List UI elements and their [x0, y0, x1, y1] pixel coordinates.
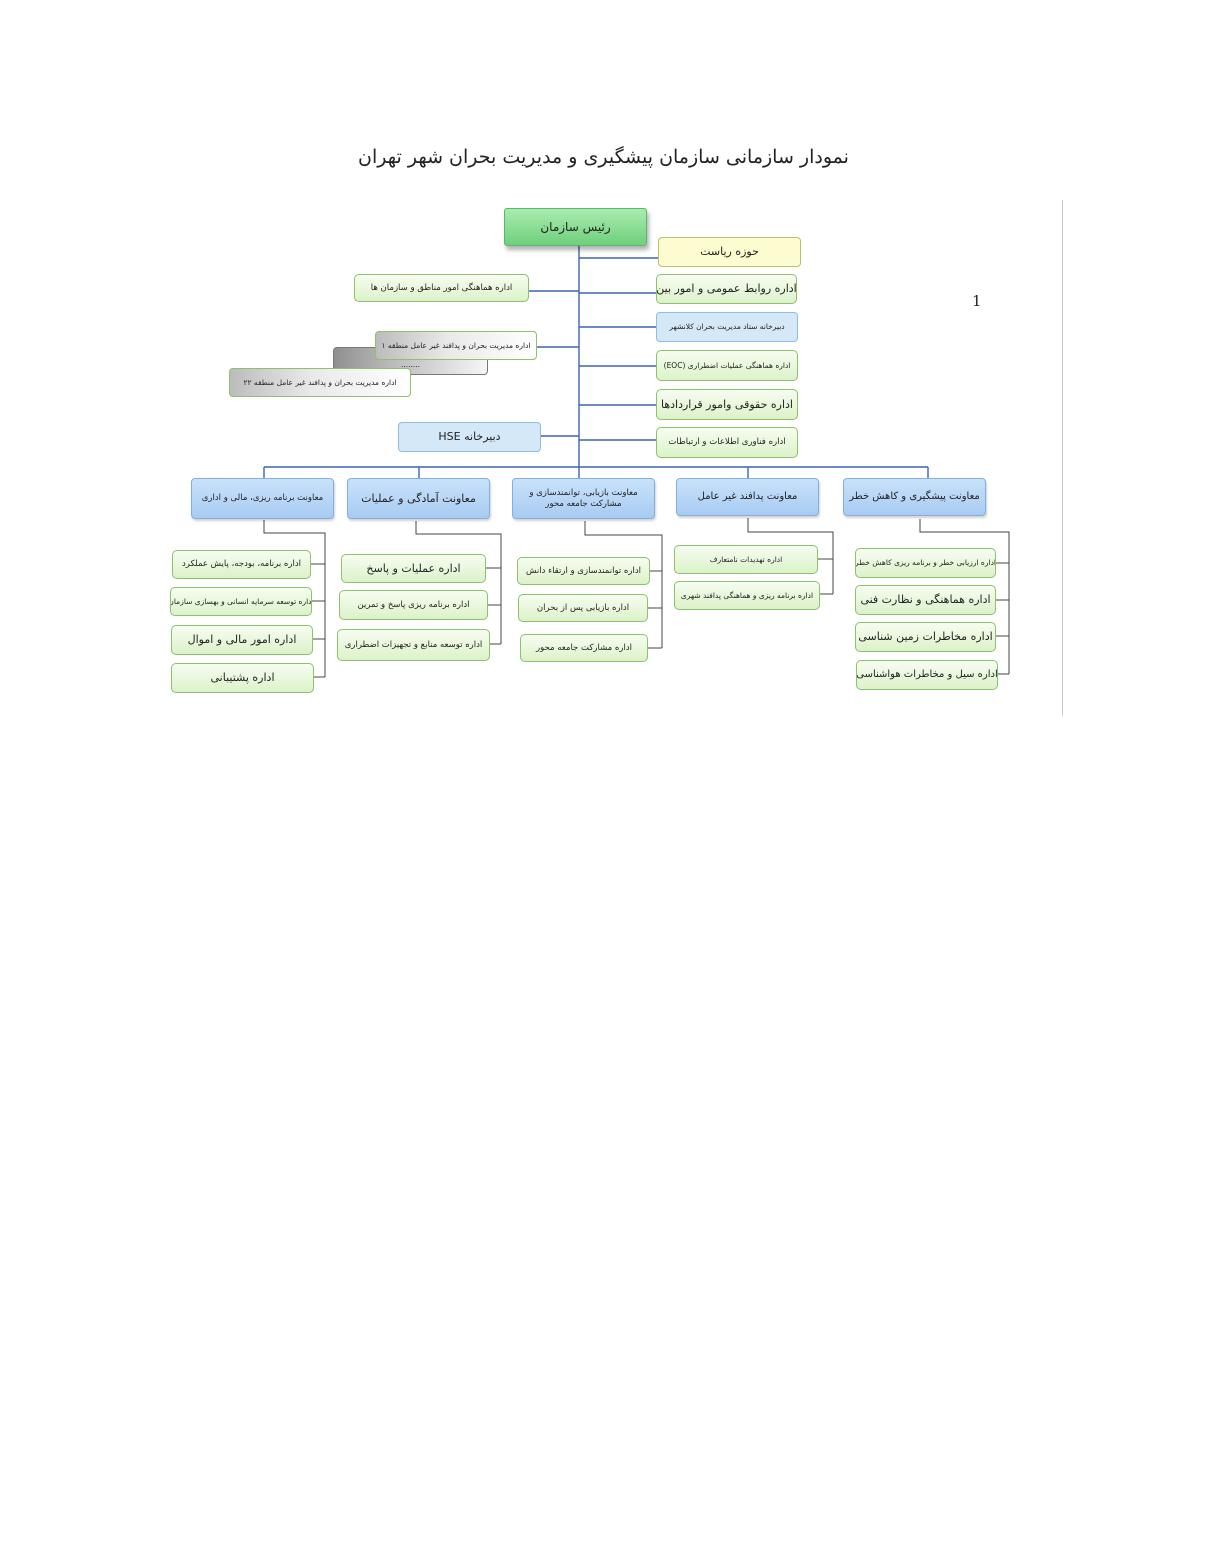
staff-ict: اداره فناوری اطلاعات و ارتباطات	[656, 427, 798, 458]
deputy-preparedness: معاونت آمادگی و عملیات	[347, 478, 490, 519]
staff-crisis-secretariat: دبیرخانه ستاد مدیریت بحران کلانشهر	[656, 312, 798, 342]
margin-line	[1062, 200, 1063, 716]
deputy-recovery-label: معاونت بازیابی، توانمندسازی و مشارکت جام…	[529, 487, 638, 509]
page-number: 1	[972, 292, 982, 310]
unit-budget-performance: اداره برنامه، بودجه، پایش عملکرد	[172, 550, 311, 579]
unit-response-planning: اداره برنامه ریزی پاسخ و تمرین	[339, 590, 488, 620]
region-dots-text: ........	[400, 359, 421, 369]
unit-post-crisis-recovery: اداره بازیابی پس از بحران	[518, 594, 648, 622]
unit-urban-defense-planning: اداره برنامه ریزی و هماهنگی پدافند شهری	[674, 581, 820, 610]
staff-legal: اداره حقوقی وامور قراردادها	[656, 389, 798, 420]
staff-hse: دبیرخانه HSE	[398, 422, 541, 452]
staff-region-1: اداره مدیریت بحران و پدافند غیر عامل منط…	[375, 331, 537, 360]
deputy-recovery: معاونت بازیابی، توانمندسازی و مشارکت جام…	[512, 478, 655, 519]
deputy-passive-defense: معاونت پدافند غیر عامل	[676, 478, 819, 516]
unit-flood-hazards: اداره سیل و مخاطرات هواشناسی	[856, 660, 998, 690]
unit-technical-supervision: اداره هماهنگی و نظارت فنی	[855, 585, 996, 615]
deputy-planning: معاونت برنامه ریزی، مالی و اداری	[191, 478, 334, 519]
staff-regions-coordination: اداره هماهنگی امور مناطق و سازمان ها	[354, 274, 529, 302]
unit-unconventional-threats: اداره تهدیدات نامتعارف	[674, 545, 818, 574]
unit-finance-assets: اداره امور مالی و اموال	[171, 625, 313, 655]
deputy-prevention: معاونت پیشگیری و کاهش خطر	[843, 478, 986, 516]
unit-operations-response: اداره عملیات و پاسخ	[341, 554, 486, 583]
unit-empowerment: اداره توانمندسازی و ارتقاء دانش	[517, 557, 650, 585]
unit-support: اداره پشتیبانی	[171, 663, 314, 693]
unit-emergency-resources: اداره توسعه منابع و تجهیزات اضطراری	[337, 629, 490, 661]
unit-human-capital: اداره توسعه سرمایه انسانی و بهسازی سازما…	[170, 587, 312, 616]
head-box: رئیس سازمان	[504, 208, 647, 246]
unit-geological-hazards: اداره مخاطرات زمین شناسی	[855, 622, 996, 652]
page-title: نمودار سازمانی سازمان پیشگیری و مدیریت ب…	[358, 146, 849, 168]
staff-eoc: اداره هماهنگی عملیات اضطراری (EOC)	[656, 350, 798, 381]
staff-region-22: اداره مدیریت بحران و پدافند غیر عامل منط…	[229, 368, 411, 397]
staff-office-head: حوزه ریاست	[658, 237, 801, 267]
unit-community-participation: اداره مشارکت جامعه محور	[520, 634, 648, 662]
unit-risk-assessment: اداره ارزیابی خطر و برنامه ریزی کاهش خطر	[855, 548, 996, 578]
staff-public-relations: اداره روابط عمومی و امور بین	[656, 274, 797, 304]
